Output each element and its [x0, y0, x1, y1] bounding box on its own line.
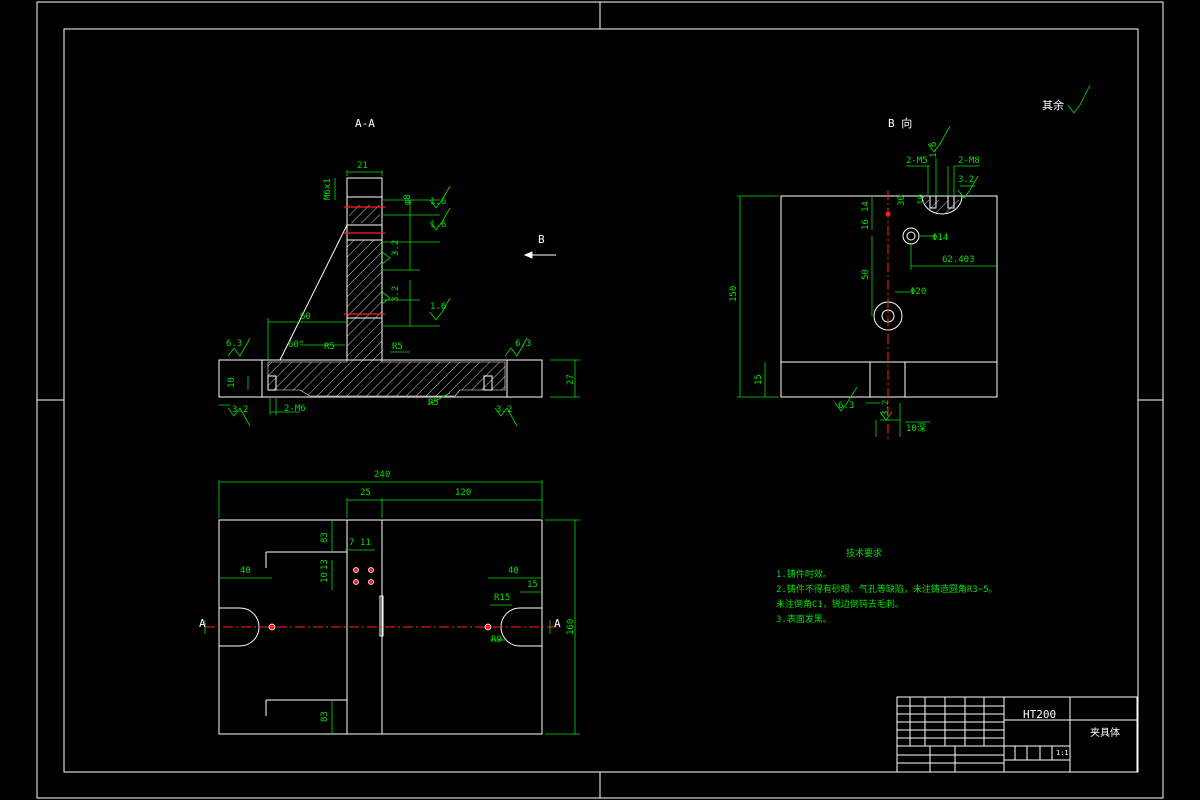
dim-top-width: 21 — [357, 161, 368, 171]
roughness-6: 6.3 — [226, 339, 243, 349]
dim-7: 7 — [349, 538, 355, 548]
roughness-1: 1.6 — [430, 197, 447, 207]
dim-10-plan: 10 — [320, 572, 330, 583]
dim-27: 27 — [566, 374, 576, 385]
roughness-7: 6.3 — [515, 339, 532, 349]
tech-req-title: 技术要求 — [846, 549, 883, 559]
roughness-9: 3.2 — [496, 405, 513, 415]
section-aa-view — [218, 170, 580, 427]
dim-r15: R15 — [494, 593, 511, 603]
view-b-dim-62: 62.403 — [942, 255, 975, 265]
roughness-8: 3.2 — [232, 405, 249, 415]
dim-83-top: 83 — [320, 532, 330, 543]
dim-40-right: 40 — [508, 566, 519, 576]
dim-11: 11 — [360, 538, 371, 548]
dim-overall-240: 240 — [374, 470, 391, 480]
sheet-frame — [36, 1, 1164, 799]
dim-83-bottom: 83 — [320, 711, 330, 722]
section-hatch-base — [267, 239, 506, 397]
surface-roughness-note: 其余 — [1042, 99, 1064, 112]
title-block-material: HT200 — [1023, 708, 1057, 721]
view-b-arrow-label: B — [538, 233, 545, 246]
view-b-holes-m8: 2-M8 — [958, 156, 980, 166]
title-block-part-name: 夹具体 — [1090, 728, 1120, 739]
dim-13: 13 — [320, 559, 330, 570]
tech-req-item: 3.表面发黑。 — [776, 615, 832, 625]
dim-120: 120 — [455, 488, 472, 498]
view-b-dim-16: 16 — [861, 219, 871, 230]
dim-holes: 2-M6 — [284, 404, 306, 414]
view-b-depth-note: 10深 — [906, 424, 926, 434]
tech-req-item: 2.铸件不得有砂眼、气孔等缺陷，未注铸造圆角R3~5。 — [776, 585, 998, 595]
view-b — [737, 84, 1091, 440]
view-b-roughness-16: 1.6 — [929, 141, 939, 158]
roughness-3: 1.6 — [430, 302, 447, 312]
view-b-title: B 向 — [888, 117, 913, 130]
dim-160: 160 — [566, 618, 576, 635]
dim-25: 25 — [360, 488, 371, 498]
view-b-phi20: Φ20 — [910, 287, 927, 297]
dim-thread: M6x1 — [323, 178, 333, 200]
section-hatch-top — [349, 205, 380, 223]
dim-40-left: 40 — [240, 566, 251, 576]
dim-60: 60 — [300, 312, 311, 322]
view-b-phi14: Φ14 — [932, 233, 949, 243]
section-marker-right: A — [554, 617, 561, 630]
section-marker-left: A — [199, 617, 206, 630]
view-b-dim-30: 30 — [897, 195, 907, 206]
view-b-outline — [780, 195, 998, 398]
view-b-roughness-32: 3.2 — [958, 175, 975, 185]
dim-angle: 60° — [288, 340, 305, 350]
view-b-dim-15: 15 — [754, 374, 764, 385]
dim-r5-left: R5 — [324, 342, 335, 352]
view-b-roughness-63: 6.3 — [838, 401, 855, 411]
view-b-dim-150: 150 — [729, 285, 739, 302]
title-block-sheet: 1:1 — [1056, 749, 1069, 757]
tech-req-item: 未注倒角C1，锐边倒钝去毛刺。 — [776, 600, 904, 610]
technical-requirements: 技术要求 1.铸件时效。 2.铸件不得有砂眼、气孔等缺陷，未注铸造圆角R3~5。… — [776, 550, 998, 625]
roughness-4: 3.2 — [391, 239, 401, 256]
view-b-holes-m5: 2-M5 — [906, 156, 928, 166]
roughness-2: 1.6 — [430, 220, 447, 230]
view-b-roughness-32b: 3.2 — [881, 399, 891, 416]
view-b-dim-14: 14 — [861, 201, 871, 212]
dim-r5-bottom: R5 — [428, 398, 439, 408]
roughness-5: 3.2 — [391, 285, 401, 302]
section-aa-title: A-A — [355, 117, 375, 130]
dim-15: 15 — [527, 580, 538, 590]
dim-10: 10 — [227, 377, 237, 388]
section-rib — [279, 224, 348, 361]
title-block — [896, 696, 1138, 773]
dim-r9: R9 — [491, 635, 502, 645]
dim-r5-right: R5 — [392, 342, 403, 352]
dim-hole-top: φ8 — [403, 194, 413, 205]
tech-req-item: 1.铸件时效。 — [776, 570, 832, 580]
view-b-dim-10: 10 — [917, 194, 927, 205]
view-b-dim-50: 50 — [861, 269, 871, 280]
plan-view — [204, 480, 580, 735]
